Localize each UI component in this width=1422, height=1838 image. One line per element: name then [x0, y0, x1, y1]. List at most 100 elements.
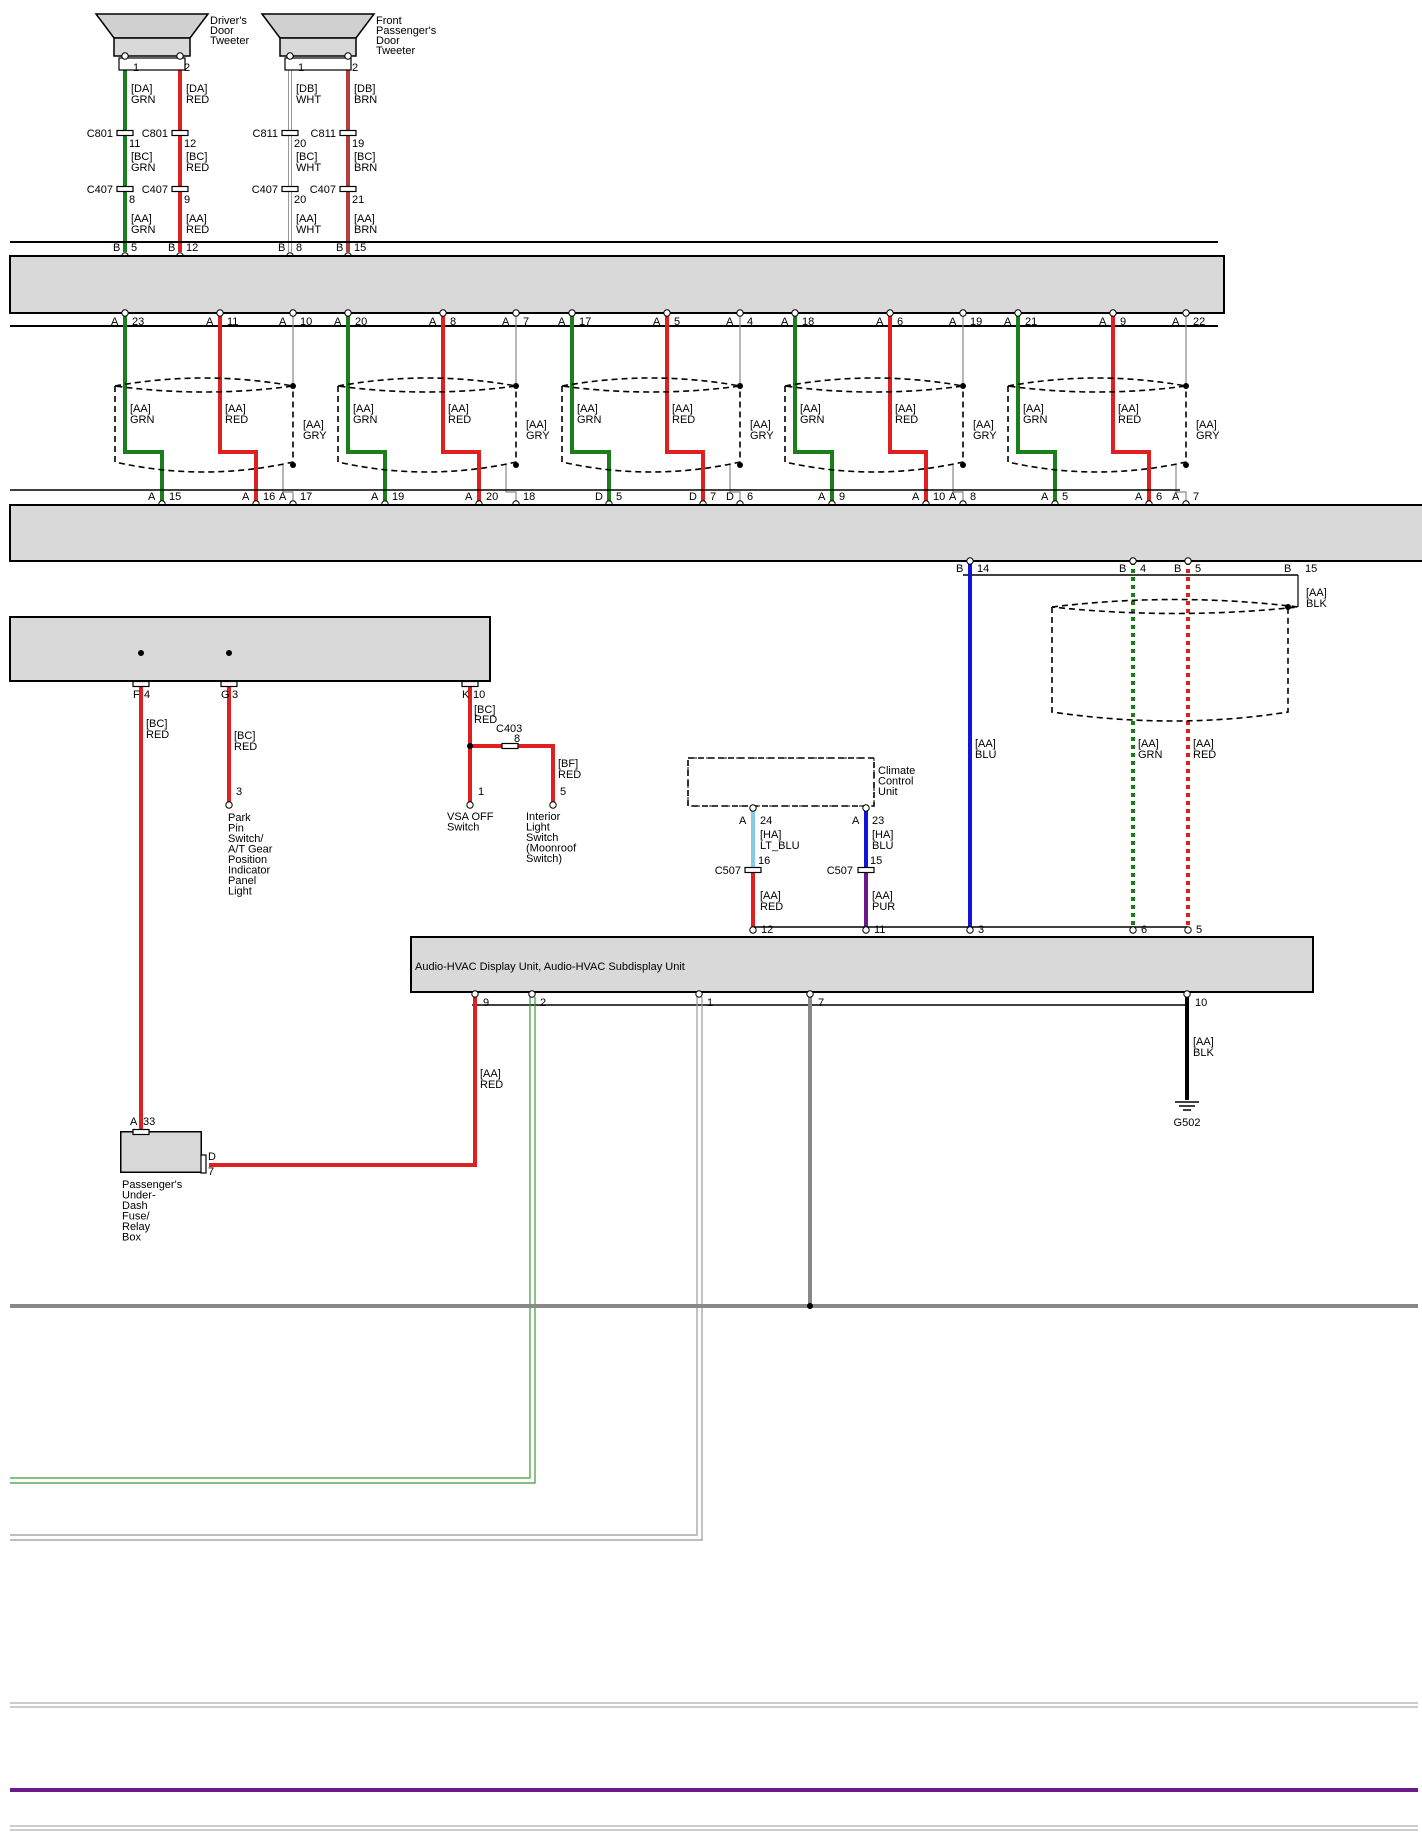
- tweeter-connector: [118, 57, 186, 71]
- wire-label: [AA]BLK: [1193, 1036, 1214, 1059]
- shield-dot: [737, 383, 743, 389]
- pin-terminal: [1184, 926, 1192, 934]
- pin-number: 4: [1140, 563, 1146, 575]
- wire-red: [888, 313, 928, 502]
- pin-terminal: [791, 309, 799, 317]
- connector-side: A: [1172, 316, 1180, 328]
- unit-layer: [9, 13, 1422, 1309]
- wire-color: GRN: [131, 224, 156, 236]
- connector-name: C403: [496, 723, 522, 735]
- pin-terminal: [439, 309, 447, 317]
- pin-number: 8: [970, 491, 976, 503]
- wire-label: [AA]BLK: [1306, 587, 1327, 610]
- wire-code: [DA]: [131, 83, 152, 95]
- wire-wht: [10, 997, 698, 1536]
- pin-number: 20: [294, 138, 306, 150]
- pin-number: 19: [352, 138, 364, 150]
- wire-color: BRN: [354, 224, 377, 236]
- wire-code: [AA]: [354, 213, 375, 225]
- wire-color: RED: [186, 224, 209, 236]
- wire-label: [AA]RED: [480, 1068, 503, 1091]
- splice-dot: [138, 650, 144, 656]
- connector-c801: [171, 129, 189, 137]
- pin-terminal: [1129, 557, 1137, 565]
- pin-terminal: [176, 52, 184, 60]
- connector-mark: [461, 680, 479, 688]
- connector-c507: [744, 866, 762, 874]
- pin-number: 6: [747, 491, 753, 503]
- pin-number: 2: [540, 997, 546, 1009]
- pin-number: 5: [560, 786, 566, 798]
- wire-code: [BC]: [186, 151, 207, 163]
- splice-dot: [226, 650, 232, 656]
- shield-dot: [737, 462, 743, 468]
- connector-name: C507: [827, 865, 853, 877]
- connector-name: C407: [87, 184, 113, 196]
- connector-side: A: [1041, 491, 1049, 503]
- audio-unit-2: [9, 504, 1422, 562]
- pin-number: 18: [802, 316, 814, 328]
- shield-dot: [960, 462, 966, 468]
- shield-dot: [960, 383, 966, 389]
- pin-number: 2: [352, 62, 358, 74]
- wire-label: [AA]GRY: [973, 419, 997, 442]
- wire-red: [218, 313, 258, 502]
- pin-number: 9: [184, 194, 190, 206]
- pin-terminal: [862, 804, 870, 812]
- connector-side: A: [1004, 316, 1012, 328]
- pin-number: 17: [579, 316, 591, 328]
- wire-code: [AA]: [131, 213, 152, 225]
- pin-number: 6: [1141, 924, 1147, 936]
- wire-label: [AA]RED: [448, 403, 471, 426]
- connector-name: C801: [87, 128, 113, 140]
- connector-side: A: [876, 316, 884, 328]
- pin-terminal: [512, 309, 520, 317]
- pin-number: 15: [354, 242, 366, 254]
- wire-color: GRN: [131, 162, 156, 174]
- pin-number: 16: [263, 491, 275, 503]
- pin-number: 19: [970, 316, 982, 328]
- wire-red: [441, 313, 481, 502]
- wire-gry: [1175, 465, 1187, 502]
- pin-terminal: [1183, 990, 1191, 998]
- pin-number: 7: [208, 1166, 214, 1178]
- connector-c407: [281, 185, 299, 193]
- pin-number: 3: [236, 786, 242, 798]
- wire-label: [AA]GRY: [750, 419, 774, 442]
- wire-red: [470, 744, 555, 802]
- pin-terminal: [886, 309, 894, 317]
- pin-number: 20: [355, 316, 367, 328]
- connector-side: D: [726, 491, 734, 503]
- wire-code: [AA]: [296, 213, 317, 225]
- pin-terminal: [225, 801, 233, 809]
- pin-terminal: [959, 309, 967, 317]
- pin-terminal: [471, 990, 479, 998]
- pin-number: 23: [872, 815, 884, 827]
- pin-terminal: [966, 926, 974, 934]
- wire-label: [AA]GRY: [303, 419, 327, 442]
- body-control-unit: [9, 616, 491, 682]
- connector-mark: [132, 680, 150, 688]
- pin-number: 12: [761, 924, 773, 936]
- pin-number: 5: [1062, 491, 1068, 503]
- tweeter-body: [113, 37, 191, 57]
- connector-side: G: [221, 689, 230, 701]
- connector-name: C407: [142, 184, 168, 196]
- wire-grn-thin: [10, 997, 531, 1479]
- shield-top: [337, 377, 517, 393]
- connector-side: A: [852, 815, 860, 827]
- wire-label: [BC]RED: [146, 718, 169, 741]
- pin-terminal: [549, 801, 557, 809]
- wire-code: [AA]: [186, 213, 207, 225]
- wire-label: [HA]LT_BLU: [760, 829, 800, 852]
- connector-side: A: [111, 316, 119, 328]
- wire-label: [AA]RED: [1193, 738, 1216, 761]
- shield-dot: [1183, 462, 1189, 468]
- connector-side: A: [912, 491, 920, 503]
- wire-grn: [346, 313, 387, 502]
- pin-terminal: [344, 52, 352, 60]
- pin-number: 3: [232, 689, 238, 701]
- pin-terminal: [1109, 309, 1117, 317]
- wire-code: [BC]: [354, 151, 375, 163]
